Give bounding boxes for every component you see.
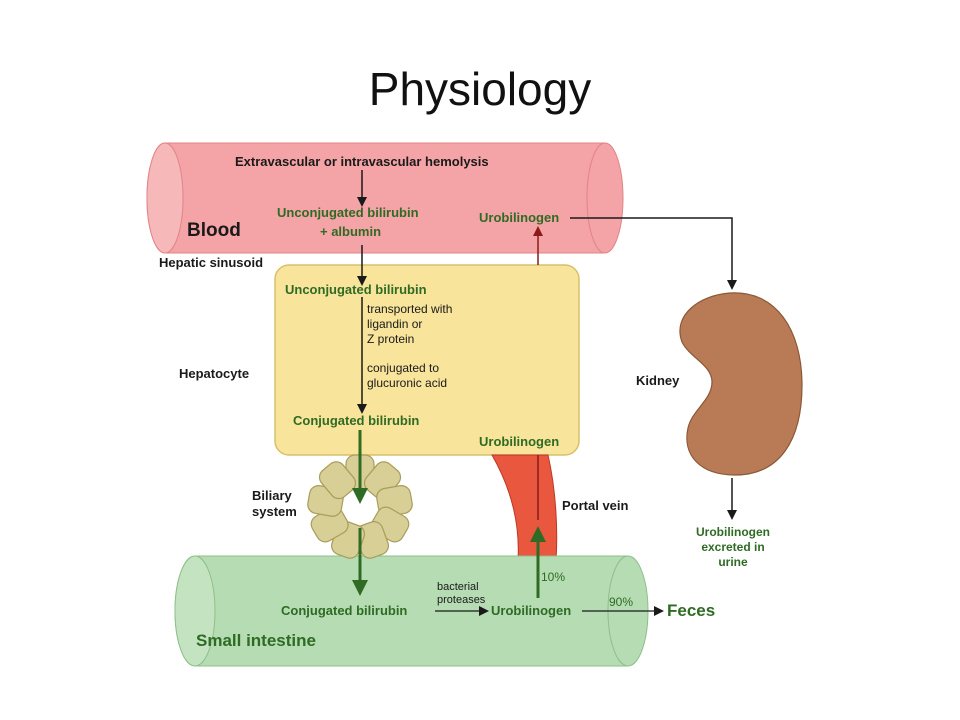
kidney	[679, 292, 803, 476]
blood-unconjugated-label: Unconjugated bilirubin	[277, 205, 419, 220]
urine-line-2: excreted in	[701, 540, 764, 554]
hepatocyte-unconjugated-label: Unconjugated bilirubin	[285, 282, 427, 297]
biliary-label-1: Biliary	[252, 488, 293, 503]
blood-vessel	[146, 142, 624, 254]
biliary-system	[307, 454, 413, 559]
blood-urobilinogen-label: Urobilinogen	[479, 210, 559, 225]
portal-vein	[491, 454, 558, 561]
feces-label: Feces	[667, 601, 715, 620]
small-intestine-label: Small intestine	[196, 631, 316, 650]
hepatocyte-conjugated-label: Conjugated bilirubin	[293, 413, 419, 428]
urine-line-3: urine	[718, 555, 748, 569]
conjugation-line-1: conjugated to	[367, 361, 439, 375]
small-intestine	[174, 555, 649, 667]
bacterial-line-1: bacterial	[437, 581, 479, 593]
arrow-blood-to-kidney	[570, 217, 737, 290]
intestine-conjugated-label: Conjugated bilirubin	[281, 603, 407, 618]
transport-line-1: transported with	[367, 302, 452, 316]
hepatic-sinusoid-label: Hepatic sinusoid	[159, 255, 263, 270]
blood-albumin-label: + albumin	[320, 224, 381, 239]
urine-line-1: Urobilinogen	[696, 525, 770, 539]
blood-label: Blood	[187, 220, 241, 241]
percent-90-label: 90%	[609, 595, 633, 609]
conjugation-line-2: glucuronic acid	[367, 376, 447, 390]
portal-vein-label: Portal vein	[562, 498, 629, 513]
transport-line-2: ligandin or	[367, 317, 422, 331]
page-title: Physiology	[368, 63, 592, 115]
biliary-label-2: system	[252, 504, 297, 519]
kidney-label: Kidney	[636, 373, 680, 388]
hepatocyte-box	[274, 264, 580, 456]
percent-10-label: 10%	[541, 570, 565, 584]
hepatocyte-label: Hepatocyte	[179, 366, 249, 381]
intestine-urobilinogen-label: Urobilinogen	[491, 603, 571, 618]
bacterial-line-2: proteases	[437, 594, 486, 606]
hemolysis-label: Extravascular or intravascular hemolysis	[235, 154, 489, 169]
transport-line-3: Z protein	[367, 332, 414, 346]
hepatocyte-urobilinogen-label: Urobilinogen	[479, 434, 559, 449]
